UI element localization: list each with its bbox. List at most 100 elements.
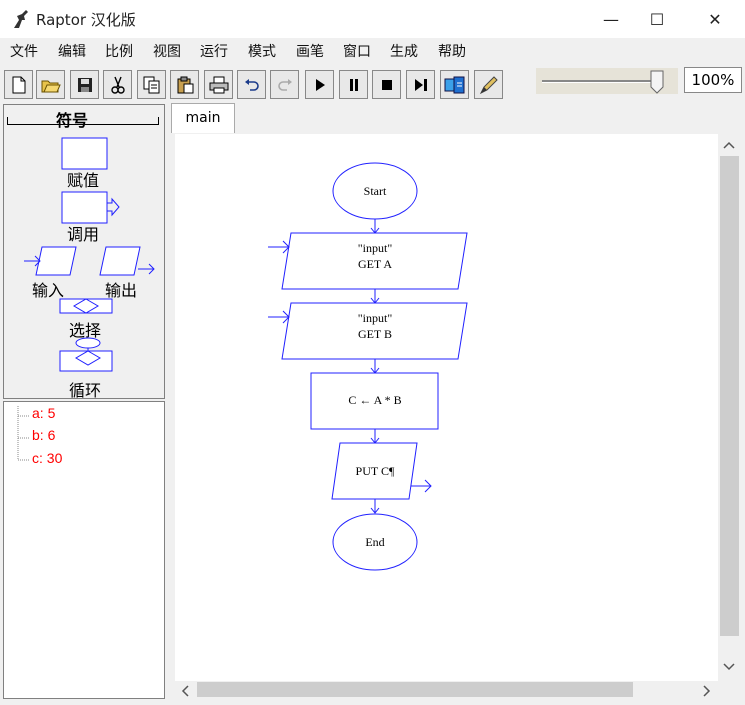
paste-button[interactable] (170, 70, 199, 99)
start-terminal (332, 162, 418, 220)
print-icon (209, 76, 228, 93)
output-symbol[interactable] (98, 245, 160, 277)
title-bar: Raptor 汉化版 — ☐ ✕ (0, 0, 745, 38)
pause-icon (349, 78, 358, 91)
scroll-left-icon[interactable] (180, 684, 190, 698)
pen-icon (479, 75, 498, 94)
symbols-panel: 符号 赋值 调用 输入 输出 选择 循环 (3, 104, 165, 400)
menu-generate[interactable]: 生成 (390, 44, 418, 60)
tab-main[interactable]: main (171, 103, 235, 133)
loop-label: 循环 (69, 381, 102, 400)
open-folder-icon (41, 80, 61, 92)
input2-var: GET B (358, 327, 392, 341)
step-icon (414, 78, 427, 91)
start-text: Start (364, 184, 387, 198)
variables-panel: a: 5 b: 6 c: 30 (3, 401, 165, 699)
maximize-button[interactable]: ☐ (634, 0, 680, 38)
end-terminal (332, 513, 418, 571)
pen-button[interactable] (474, 70, 503, 99)
symbols-title-bracket (7, 117, 159, 125)
menu-bar: 文件 编辑 比例 视图 运行 模式 画笔 窗口 生成 帮助 (0, 38, 745, 64)
menu-file[interactable]: 文件 (10, 44, 38, 60)
cut-button[interactable] (103, 70, 132, 99)
call-label: 调用 (67, 225, 100, 244)
zoom-slider[interactable] (536, 68, 678, 94)
output-text: PUT C¶ (356, 464, 395, 478)
assignment-label: 赋值 (67, 171, 100, 190)
assignment-symbol[interactable] (60, 137, 110, 171)
new-file-button[interactable] (4, 70, 33, 99)
print-button[interactable] (204, 70, 233, 99)
selection-label: 选择 (69, 321, 102, 340)
variable-c[interactable]: c: 30 (32, 450, 63, 466)
stop-icon (381, 79, 392, 90)
menu-help[interactable]: 帮助 (438, 44, 466, 60)
save-button[interactable] (70, 70, 99, 99)
copy-button[interactable] (137, 70, 166, 99)
flowchart-canvas[interactable]: Start "input" GET A "input" GET B C ← A … (175, 134, 718, 681)
input1-var: GET A (358, 257, 392, 271)
call-symbol[interactable] (60, 191, 126, 225)
input1-prompt: "input" (358, 241, 393, 255)
input2-parallelogram (281, 302, 468, 360)
variable-b[interactable]: b: 6 (32, 427, 56, 443)
menu-view[interactable]: 视图 (153, 44, 181, 60)
redo-button[interactable] (270, 70, 299, 99)
menu-window[interactable]: 窗口 (343, 44, 371, 60)
scroll-up-icon[interactable] (722, 140, 736, 150)
close-icon: ✕ (708, 9, 722, 29)
input2-prompt: "input" (358, 311, 393, 325)
undo-icon (244, 78, 259, 91)
redo-icon (277, 78, 292, 91)
tree-lines (17, 406, 30, 461)
zoom-level-field[interactable]: 100% (684, 67, 742, 93)
minimize-button[interactable]: — (588, 0, 634, 38)
minimize-icon: — (603, 9, 619, 29)
assign-text: C ← A * B (348, 393, 401, 407)
selection-symbol[interactable] (58, 297, 116, 317)
undo-button[interactable] (237, 70, 266, 99)
slider-thumb[interactable] (650, 70, 664, 94)
flowchart: Start "input" GET A "input" GET B C ← A … (268, 162, 468, 571)
loop-symbol[interactable] (58, 337, 118, 375)
run-button[interactable] (305, 70, 334, 99)
step-button[interactable] (406, 70, 435, 99)
save-icon (77, 77, 92, 92)
vertical-scroll-thumb[interactable] (720, 156, 739, 636)
end-text: End (365, 535, 384, 549)
output-parallelogram (331, 442, 418, 500)
open-button[interactable] (36, 70, 65, 99)
menu-pen[interactable]: 画笔 (296, 44, 324, 60)
paste-icon (177, 76, 193, 93)
scroll-down-icon[interactable] (722, 662, 736, 672)
raptor-logo-icon (14, 10, 28, 28)
input1-arrow-icon (268, 240, 290, 254)
assign-box (310, 372, 439, 430)
memory-button[interactable] (440, 70, 469, 99)
slider-track (542, 80, 658, 83)
memory-icon (444, 76, 464, 93)
pause-button[interactable] (339, 70, 368, 99)
menu-edit[interactable]: 编辑 (58, 44, 86, 60)
output-arrow-icon (411, 479, 432, 493)
menu-mode[interactable]: 模式 (248, 44, 276, 60)
copy-icon (143, 76, 159, 93)
maximize-icon: ☐ (649, 9, 665, 29)
input1-parallelogram (281, 232, 468, 290)
input2-arrow-icon (268, 310, 290, 324)
symbols-title: 符号 (56, 111, 89, 130)
variable-a[interactable]: a: 5 (32, 405, 56, 421)
cut-icon (110, 76, 125, 94)
window-title: Raptor 汉化版 (36, 11, 136, 29)
close-button[interactable]: ✕ (692, 0, 738, 38)
horizontal-scroll-thumb[interactable] (197, 682, 633, 697)
output-label: 输出 (105, 281, 138, 300)
new-file-icon (12, 76, 25, 93)
scroll-right-icon[interactable] (702, 684, 712, 698)
menu-scale[interactable]: 比例 (105, 44, 133, 60)
input-symbol[interactable] (22, 245, 78, 277)
menu-run[interactable]: 运行 (200, 44, 228, 60)
play-icon (315, 78, 325, 91)
stop-button[interactable] (372, 70, 401, 99)
input-label: 输入 (32, 281, 65, 300)
